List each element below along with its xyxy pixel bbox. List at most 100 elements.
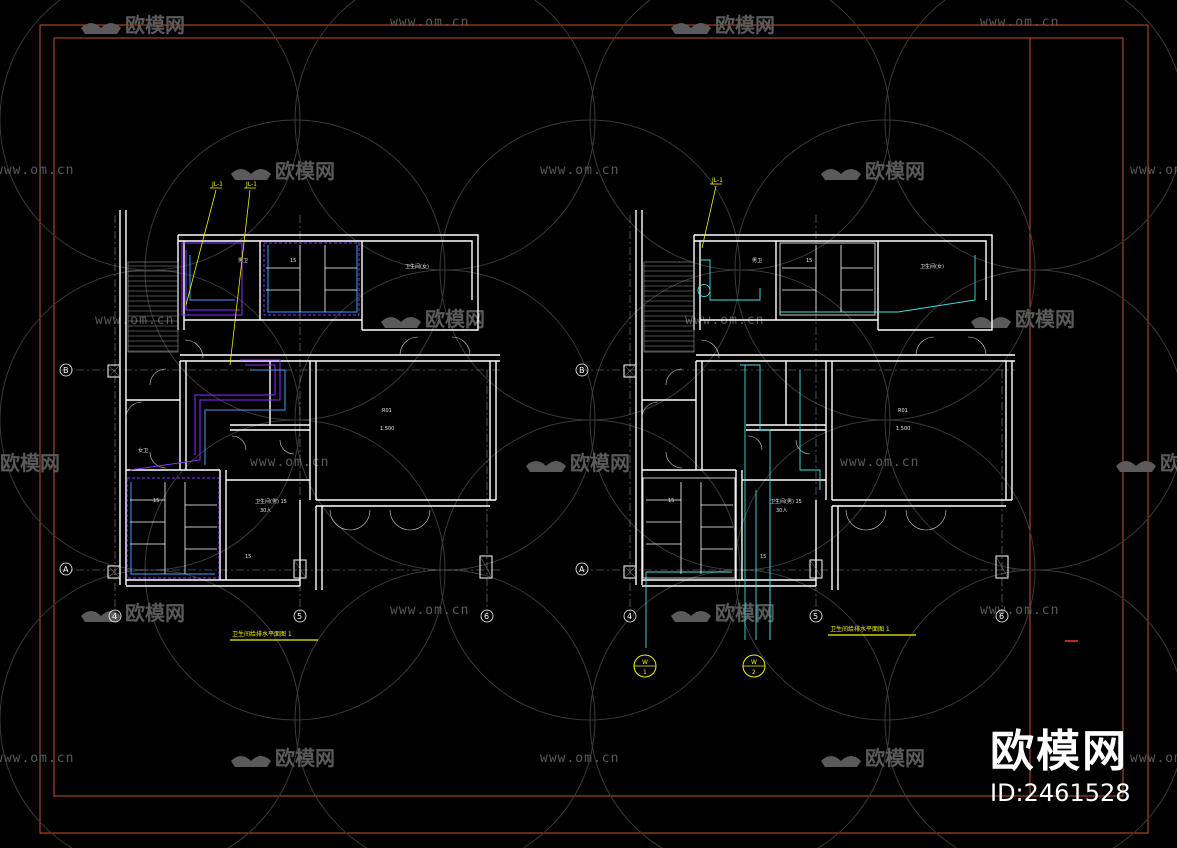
- stall-partitions: [130, 245, 357, 574]
- room-label: 30人: [260, 508, 271, 514]
- drainage-pipes: [645, 255, 976, 648]
- axis-label-5: 5: [813, 612, 818, 621]
- watermark-brand: 欧模网: [0, 451, 60, 475]
- column-hatch: [107, 364, 493, 579]
- watermark-url: www.om.cn: [1130, 751, 1177, 766]
- door-swings: [125, 336, 471, 531]
- watermark-circle: [884, 0, 1177, 271]
- watermark-brand: 欧模网: [715, 13, 775, 37]
- watermark-url: www.om.cn: [1130, 163, 1177, 178]
- outer-frame: [39, 24, 1149, 834]
- watermark-sofa-icon: [231, 756, 271, 767]
- watermark-brand: 欧模网: [125, 601, 185, 625]
- door-swings: [641, 336, 987, 531]
- inner-frame: [53, 37, 1124, 797]
- room-label: 卫生间(女): [920, 263, 944, 270]
- staircase: [127, 261, 179, 353]
- staircase: [643, 261, 695, 353]
- columns: [623, 364, 1009, 579]
- watermark-circle: [589, 0, 891, 271]
- watermark-sofa-icon: [381, 317, 421, 328]
- watermark-url: www.om.cn: [980, 603, 1059, 618]
- watermark-url: www.om.cn: [95, 313, 174, 328]
- watermark-url: www.om.cn: [390, 15, 469, 30]
- axis-label-6: 6: [999, 612, 1004, 621]
- axis-bubbles: [59, 363, 494, 623]
- logo-id-text: ID:2461528: [990, 779, 1131, 807]
- watermark-sofa-icon: [81, 611, 121, 622]
- watermark-brand: 欧模网: [1015, 307, 1075, 331]
- watermark-sofa-icon: [231, 169, 271, 180]
- outlet-symbol-w2: W 2: [742, 654, 766, 678]
- watermark-url: www.om.cn: [250, 455, 329, 470]
- watermark-brand: 欧模网: [425, 307, 485, 331]
- drainage-pipes: [130, 245, 358, 575]
- axis-label-4: 4: [112, 612, 117, 621]
- watermark-url: www.om.cn: [390, 603, 469, 618]
- watermark-sofa-icon: [971, 317, 1011, 328]
- axis-label-a: A: [579, 565, 585, 574]
- plan-left: B A 4 5 6 JL-1 JL-1 男卫 女卫 卫生间(女) 卫生间(男) …: [59, 181, 500, 641]
- axis-label-6: 6: [484, 612, 489, 621]
- axis-label-5: 5: [297, 612, 302, 621]
- plan-left-title: 卫生间给排水平面图 1: [232, 630, 292, 638]
- axis-bubbles: [575, 363, 1009, 623]
- room-label: 男卫: [238, 258, 248, 264]
- columns: [107, 364, 493, 579]
- room-label: 15: [245, 554, 251, 560]
- watermark-circle: [0, 0, 301, 271]
- watermark-texts: 欧模网欧模网欧模网欧模网欧模网欧模网欧模网欧模网欧模网欧模网欧模网欧模网欧模网w…: [0, 13, 1177, 770]
- walls: [119, 210, 500, 590]
- riser-label-1: JL-1: [711, 177, 723, 184]
- outlet-label-top: W: [642, 659, 648, 666]
- watermark-sofa-icon: [526, 461, 566, 472]
- riser-leaders: [185, 187, 256, 366]
- room-label: 30人: [776, 508, 787, 514]
- watermark-url: www.om.cn: [540, 751, 619, 766]
- room-label: 15: [290, 258, 296, 264]
- axis-label-a: A: [63, 565, 69, 574]
- room-label: R01: [382, 408, 392, 414]
- watermark-sofa-icon: [1116, 461, 1156, 472]
- watermark-brand: 欧模网: [865, 746, 925, 770]
- room-label: 卫生间(女): [405, 263, 429, 270]
- watermark-url: www.om.cn: [980, 15, 1059, 30]
- watermark-brand: 欧模网: [275, 159, 335, 183]
- watermark-brand: 欧模网: [125, 13, 185, 37]
- riser-label-2: JL-1: [245, 181, 257, 188]
- room-label: 男卫: [752, 258, 762, 264]
- axis-label-b: B: [579, 366, 585, 375]
- outlet-label-bottom: 1: [643, 669, 647, 676]
- logo-brand-text: 欧模网: [990, 726, 1128, 777]
- water-supply-pipes: [126, 242, 360, 579]
- watermark-url: www.om.cn: [0, 751, 74, 766]
- room-label: 15: [760, 554, 766, 560]
- riser-leaders: [701, 183, 722, 249]
- axis-label-4: 4: [627, 612, 632, 621]
- watermark-circle: [294, 0, 596, 271]
- room-label: 卫生间(男) 15: [255, 498, 287, 505]
- watermark-sofa-icon: [821, 169, 861, 180]
- stall-partitions: [642, 242, 876, 579]
- column-hatch: [623, 364, 1009, 579]
- axis-label-b: B: [63, 366, 69, 375]
- watermark-brand: 欧模网: [1160, 451, 1177, 475]
- room-label: 15: [153, 498, 159, 504]
- watermark-sofa-icon: [671, 611, 711, 622]
- brand-logo: 欧模网 ID:2461528: [990, 728, 1140, 810]
- outlet-label-bottom: 2: [752, 669, 756, 676]
- watermark-brand: 欧模网: [275, 746, 335, 770]
- outlet-symbol-w1: W 1: [633, 654, 657, 678]
- watermark-url: www.om.cn: [540, 163, 619, 178]
- watermark-url: www.om.cn: [0, 163, 74, 178]
- watermark-brand: 欧模网: [570, 451, 630, 475]
- room-label: 1.500: [896, 426, 910, 432]
- room-label: 卫生间(男) 15: [770, 498, 802, 505]
- outlet-label-top: W: [751, 659, 757, 666]
- watermark-brand: 欧模网: [865, 159, 925, 183]
- watermark-sofa-icon: [671, 23, 711, 34]
- plan-right: B A 4 5 6 JL-1 W 1 W 2 男卫 卫生间(女) 卫生间(男) …: [575, 177, 1015, 678]
- room-label: R01: [898, 408, 908, 414]
